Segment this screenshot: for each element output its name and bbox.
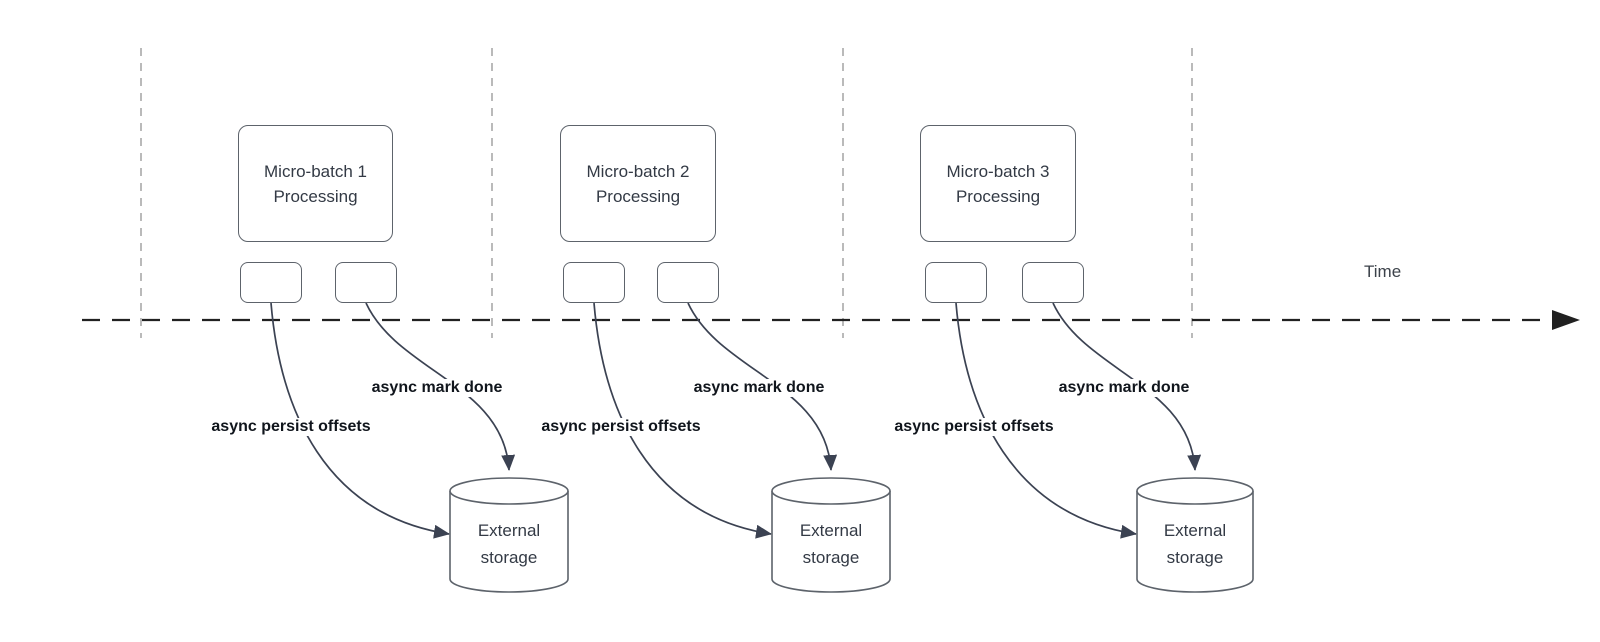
external-storage-label-3: External storage bbox=[1163, 521, 1227, 567]
time-axis-label: Time bbox=[1364, 262, 1402, 281]
persist-offsets-label-2: async persist offsets bbox=[538, 418, 704, 436]
external-storage-cylinder-1 bbox=[449, 477, 569, 593]
time-axis-arrowhead bbox=[1552, 310, 1580, 330]
time-axis bbox=[82, 310, 1580, 330]
micro-batch-1-persist-task-box bbox=[240, 262, 302, 303]
cylinder-top-2 bbox=[771, 477, 891, 505]
cylinder-top-3 bbox=[1136, 477, 1254, 505]
external-storage-label-2: External storage bbox=[799, 521, 863, 567]
mark-done-label-1: async mark done bbox=[368, 379, 506, 397]
micro-batch-3-persist-task-box bbox=[925, 262, 987, 303]
cylinder-body-1 bbox=[449, 491, 569, 593]
micro-batch-3-done-task-box bbox=[1022, 262, 1084, 303]
persist-offsets-arrow-2 bbox=[593, 302, 772, 539]
micro-batch-1-process-box: Micro-batch 1 Processing bbox=[238, 125, 393, 242]
external-storage-cylinder-2 bbox=[771, 477, 891, 593]
cylinder-body-3 bbox=[1136, 491, 1254, 593]
external-storage-cylinder-3 bbox=[1136, 477, 1254, 593]
micro-batch-2-done-task-box bbox=[657, 262, 719, 303]
micro-batch-2-persist-task-box bbox=[563, 262, 625, 303]
persist-offsets-label-3: async persist offsets bbox=[891, 418, 1057, 436]
cylinder-top-1 bbox=[449, 477, 569, 505]
micro-batch-3-process-box: Micro-batch 3 Processing bbox=[920, 125, 1076, 242]
persist-offsets-arrow-1 bbox=[270, 302, 450, 539]
micro-batch-2-process-box: Micro-batch 2 Processing bbox=[560, 125, 716, 242]
persist-offsets-arrow-3 bbox=[955, 302, 1137, 539]
cylinder-body-2 bbox=[771, 491, 891, 593]
mark-done-label-3: async mark done bbox=[1055, 379, 1193, 397]
external-storage-label-1: External storage bbox=[477, 521, 541, 567]
micro-batch-1-done-task-box bbox=[335, 262, 397, 303]
mark-done-label-2: async mark done bbox=[690, 379, 828, 397]
persist-offsets-label-1: async persist offsets bbox=[208, 418, 374, 436]
